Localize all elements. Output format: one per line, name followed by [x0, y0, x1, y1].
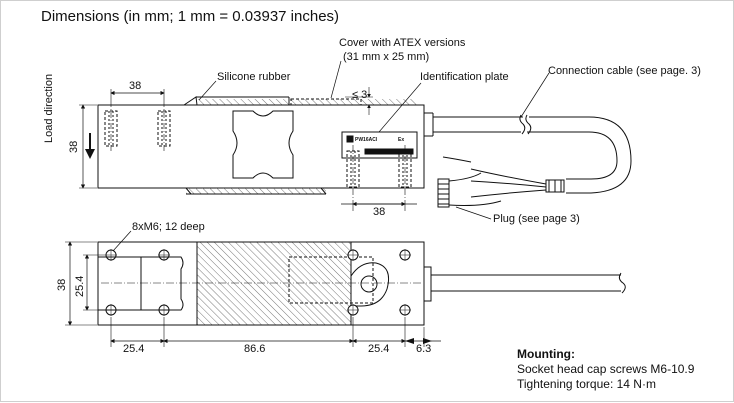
cover-size-label: (31 mm x 25 mm): [343, 51, 430, 63]
thread-label: 8xM6; 12 deep: [132, 221, 205, 233]
side-body: [97, 104, 425, 189]
plug-connector: [437, 178, 450, 208]
mounting-line-2: Tightening torque: 14 N·m: [517, 377, 656, 391]
load-direction-label: Load direction: [43, 73, 55, 143]
cover-label: Cover with ATEX versions: [339, 37, 466, 49]
plate-model: PW16ACl: [355, 137, 378, 143]
mounting-notes: Mounting: Socket head cap screws M6-10.9…: [517, 347, 694, 392]
silicone-top-area: [196, 241, 352, 326]
dim-bottom-left: 25.4: [123, 343, 145, 355]
page-title: Dimensions (in mm; 1 mm = 0.03937 inches…: [41, 8, 340, 25]
dim-top-inner: 25.4: [74, 275, 86, 297]
dim-side-top: 38: [129, 80, 142, 92]
mounting-line-1: Socket head cap screws M6-10.9: [517, 362, 695, 376]
top-cover-outline: [288, 256, 374, 304]
silicone-band-bottom: [186, 188, 326, 194]
mounting-heading: Mounting:: [517, 347, 575, 361]
silicone-band-top: [197, 99, 417, 105]
dim-bottom-end: 6.3: [416, 343, 432, 355]
atex-cover: [290, 98, 362, 106]
silicone-rubber-top: [183, 96, 198, 106]
dim-side-height: 38: [68, 140, 80, 153]
dim-top-height: 38: [56, 278, 68, 291]
mounting-holes: [105, 249, 411, 316]
ident-plate-label: Identification plate: [420, 71, 509, 83]
plug-label: Plug (see page 3): [493, 213, 580, 225]
cable-gland: [360, 275, 378, 293]
cable-label: Connection cable (see page. 3): [548, 65, 701, 77]
bending-hole: [232, 110, 294, 179]
dim-bottom-right: 25.4: [368, 343, 390, 355]
dim-bottom-center: 86.6: [244, 343, 266, 355]
gap-label: ≤ 3: [352, 89, 368, 101]
identification-plate: [341, 131, 418, 159]
dim-side-bottom: 38: [373, 206, 386, 218]
silicone-label: Silicone rubber: [217, 71, 291, 83]
load-direction-arrow: [85, 133, 95, 159]
plate-mark: Ex: [398, 137, 405, 143]
side-view: [79, 60, 632, 220]
top-view: [65, 230, 626, 347]
